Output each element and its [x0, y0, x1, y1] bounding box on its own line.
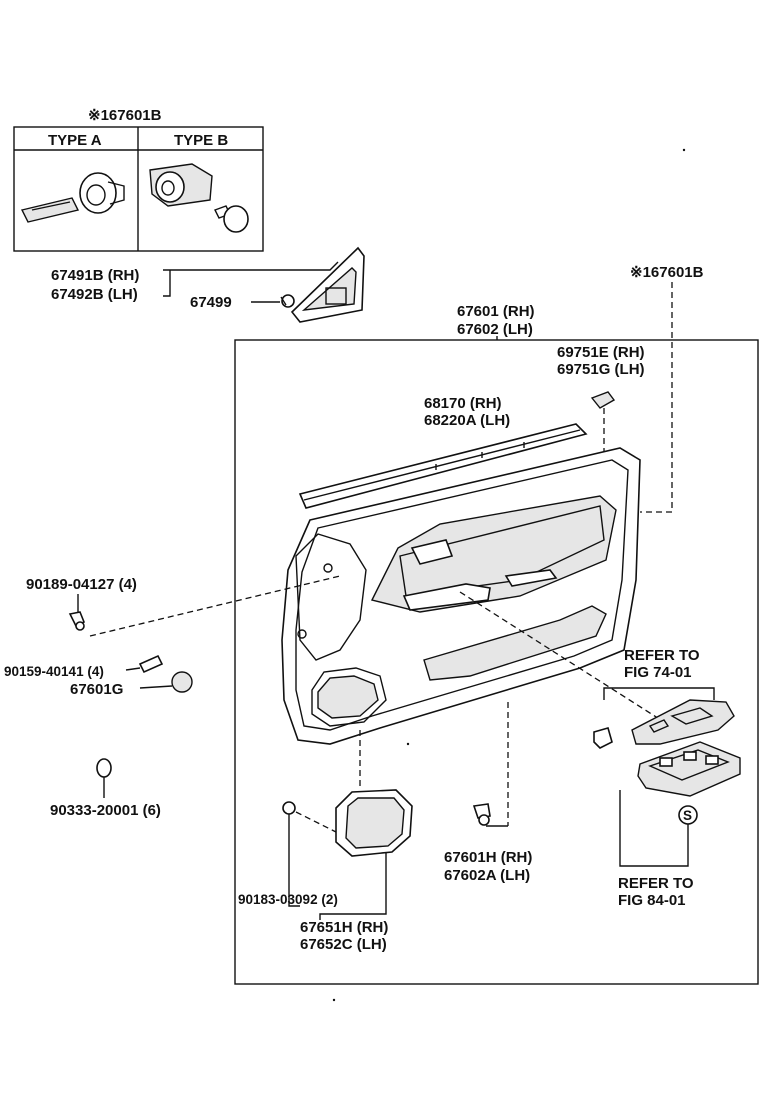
leader-67491b [163, 261, 339, 297]
label-67499: 67499 [190, 294, 232, 311]
label-90189: 90189-04127 (4) [26, 576, 137, 593]
screw-90159-icon [138, 654, 164, 674]
screw-s-mark: S [683, 808, 692, 823]
label-68220a: 68220A (LH) [424, 412, 510, 429]
label-67601g: 67601G [70, 681, 123, 698]
label-refer74-line1: REFER TO [624, 647, 700, 664]
inset-title: ※167601B [88, 107, 162, 124]
leader-refer84 [619, 790, 689, 867]
label-69751e: 69751E (RH) [557, 344, 645, 361]
leader-refer74 [603, 687, 715, 700]
leader-90183 [288, 814, 300, 907]
clip-90333-icon [96, 758, 112, 778]
screw-s-icon: S [678, 805, 698, 825]
clip-67499-icon [280, 294, 295, 308]
nut-90183-icon [282, 801, 296, 815]
label-refer74-line2: FIG 74-01 [624, 664, 692, 681]
type-b-clip-icon [149, 163, 249, 233]
label-67652c: 67652C (LH) [300, 936, 387, 953]
type-a-header: TYPE A [48, 132, 102, 149]
label-69751g: 69751G (LH) [557, 361, 645, 378]
label-67602: 67602 (LH) [457, 321, 533, 338]
label-68170: 68170 (RH) [424, 395, 502, 412]
door-trim-board [281, 447, 641, 745]
label-67602a: 67602A (LH) [444, 867, 530, 884]
label-90159: 90159-40141 (4) [4, 664, 104, 679]
leader-90189-to-panel [89, 575, 341, 637]
leader-ref-67601b [640, 282, 673, 513]
label-refer84-line2: FIG 84-01 [618, 892, 686, 909]
cap-69751-icon [590, 391, 616, 409]
clip-67601h-icon [472, 803, 491, 826]
clip-type-inset: ※167601B TYPE A TYPE B [13, 107, 264, 252]
switch-base-panel [631, 699, 735, 745]
label-67491b: 67491B (RH) [51, 267, 139, 284]
label-67492b: 67492B (LH) [51, 286, 138, 303]
speaker-grille [335, 789, 413, 857]
label-67651h: 67651H (RH) [300, 919, 388, 936]
belt-weatherstrip [298, 423, 588, 509]
label-90183: 90183-03092 (2) [238, 892, 338, 907]
type-b-header: TYPE B [174, 132, 228, 149]
power-window-switch [637, 741, 741, 797]
label-67601h: 67601H (RH) [444, 849, 532, 866]
label-ref-67601b: ※167601B [630, 264, 704, 281]
type-a-clip-icon [20, 172, 125, 223]
label-67601: 67601 (RH) [457, 303, 535, 320]
label-refer84-line1: REFER TO [618, 875, 694, 892]
screw-90189-icon [68, 611, 86, 631]
leader-nut-to-grille [295, 811, 337, 833]
switch-clip-icon [593, 727, 613, 749]
label-90333: 90333-20001 (6) [50, 802, 161, 819]
mirror-corner-cover [290, 246, 365, 323]
leader-switch-to-panel [459, 591, 665, 723]
leader-67651h [319, 852, 387, 920]
cap-67601g-icon [171, 671, 193, 693]
